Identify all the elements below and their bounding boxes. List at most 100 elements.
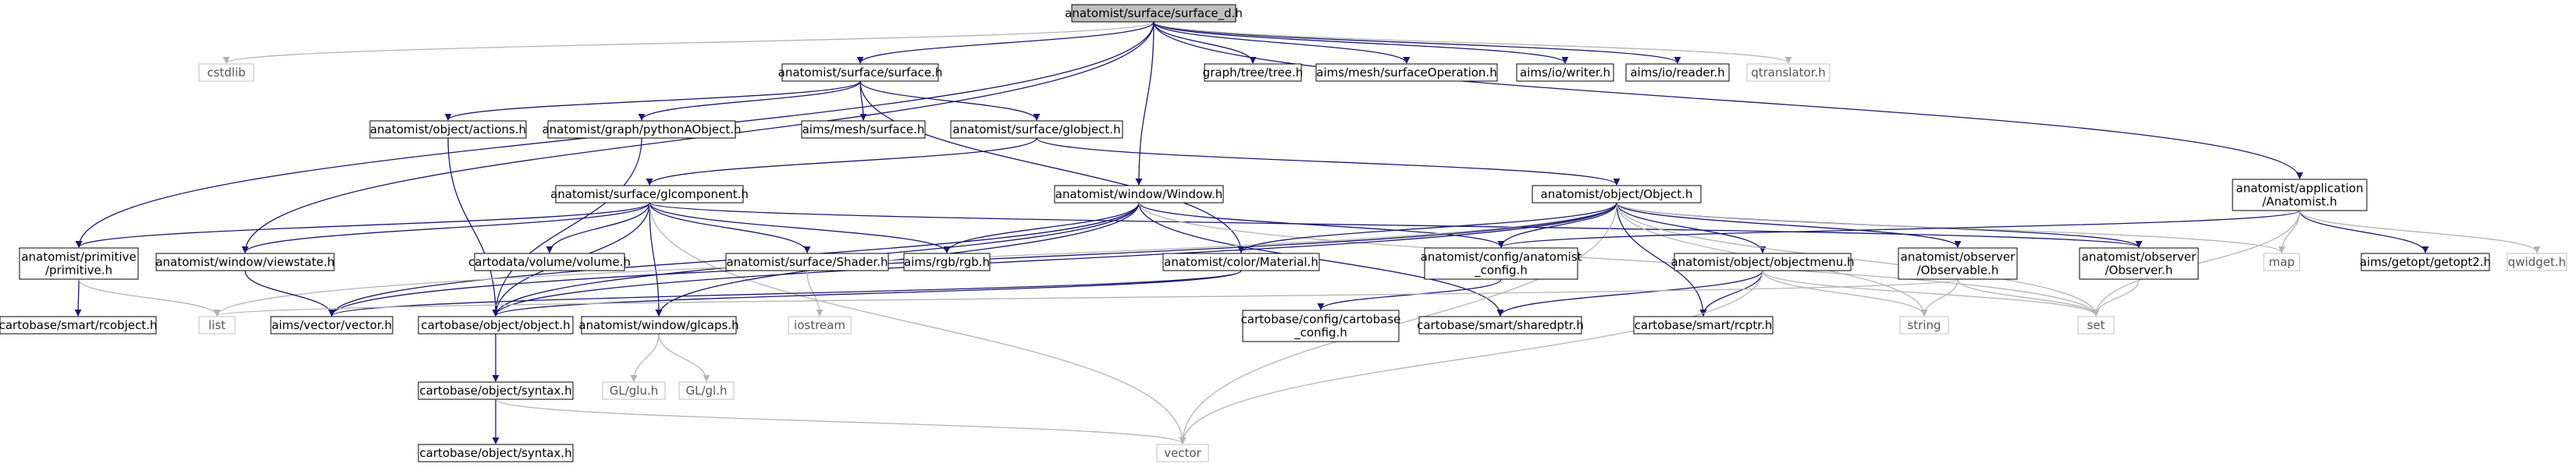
node-observable[interactable]: anatomist/observer/Observable.h (1898, 247, 2018, 280)
node-aims_writer[interactable]: aims/io/writer.h (1516, 63, 1614, 82)
node-label: cartobase/smart/sharedptr.h (1417, 318, 1584, 332)
node-label: anatomist/surface/surface.h (778, 66, 943, 80)
node-glcaps[interactable]: anatomist/window/glcaps.h (578, 316, 739, 335)
node-box (678, 381, 735, 400)
edge-anatomist_app-to-anatomist_config (1497, 210, 2300, 248)
node-vector: vector (1156, 444, 1209, 462)
node-label: anatomist/color/Material.h (1164, 255, 1318, 269)
edge-glcomponent-to-observer (649, 202, 2142, 248)
node-label: anatomist/application (2236, 182, 2363, 196)
node-box (0, 316, 157, 335)
node-box (602, 381, 666, 400)
node-label: string (1907, 318, 1941, 332)
node-carto_object[interactable]: cartobase/object/object.h (418, 316, 574, 335)
node-label: aims/vector/vector.h (272, 318, 392, 332)
edge-glcaps-to-gl (658, 333, 710, 382)
edge-shader-to-iostream (806, 270, 824, 317)
node-label: aims/rgb/rgb.h (904, 255, 990, 269)
node-box (1746, 63, 1831, 82)
node-box (418, 381, 574, 400)
node-actions[interactable]: anatomist/object/actions.h (369, 120, 527, 139)
edge-glcomponent-to-rgb (649, 202, 951, 253)
node-box (198, 316, 236, 335)
node-label: anatomist/config/anatomist (1421, 250, 1582, 264)
node-box (369, 120, 527, 139)
edge-objectmenu-to-set (1762, 270, 2100, 317)
edge-objectmenu-to-vector (1179, 270, 1763, 444)
node-object_h[interactable]: anatomist/object/Object.h (1532, 185, 1702, 204)
node-label: cartobase/smart/rcptr.h (1635, 318, 1773, 332)
edge-surface_d-to-qtranslator (1153, 21, 1792, 64)
node-label: anatomist/window/viewstate.h (155, 255, 334, 269)
node-box (788, 316, 852, 335)
node-label: graph/tree/tree.h (1203, 66, 1304, 80)
edge-primitive-to-list (78, 278, 221, 317)
edge-glcomponent-to-volume (546, 202, 650, 253)
node-aims_vector[interactable]: aims/vector/vector.h (270, 316, 393, 335)
node-primitive[interactable]: anatomist/primitive/primitive.h (19, 247, 139, 280)
edge-anatomist_config-to-cartobase_config (1317, 278, 1502, 310)
node-label: anatomist/object/objectmenu.h (1670, 255, 1854, 269)
node-rgb[interactable]: aims/rgb/rgb.h (903, 253, 991, 271)
node-box (1532, 185, 1702, 204)
node-label: anatomist/window/glcaps.h (578, 318, 738, 332)
node-pythonAObject[interactable]: anatomist/graph/pythonAObject.h (542, 120, 742, 139)
node-surfaceOperation[interactable]: aims/mesh/surfaceOperation.h (1315, 63, 1498, 82)
node-label: iostream (794, 318, 845, 332)
node-window[interactable]: anatomist/window/Window.h (1054, 185, 1224, 204)
edge-observable-to-string (1920, 278, 1959, 317)
node-getopt2[interactable]: aims/getopt/getopt2.h (2360, 253, 2491, 271)
edge-window-to-set (1138, 202, 2100, 317)
node-globject[interactable]: anatomist/surface/globject.h (950, 120, 1123, 139)
node-box (1242, 310, 1400, 342)
node-graph_tree[interactable]: graph/tree/tree.h (1203, 63, 1304, 82)
node-set: set (2077, 316, 2115, 335)
node-surface_h[interactable]: anatomist/surface/surface.h (778, 63, 943, 82)
edge-surface_h-to-material (859, 80, 1245, 253)
node-box (198, 63, 254, 82)
node-shader[interactable]: anatomist/surface/Shader.h (725, 253, 889, 271)
node-anatomist_config[interactable]: anatomist/config/anatomist_config.h (1421, 247, 1582, 280)
node-syntax2[interactable]: cartobase/object/syntax.h (418, 444, 574, 462)
node-box (19, 247, 139, 280)
node-rcobject[interactable]: cartobase/smart/rcobject.h (0, 316, 157, 335)
node-anatomist_app[interactable]: anatomist/application/Anatomist.h (2232, 179, 2368, 211)
node-label: cartobase/smart/rcobject.h (0, 318, 157, 332)
node-box (725, 253, 889, 271)
node-objectmenu[interactable]: anatomist/object/objectmenu.h (1670, 253, 1855, 271)
node-syntax1[interactable]: cartobase/object/syntax.h (418, 381, 574, 400)
node-label: cstdlib (207, 66, 245, 80)
node-label: GL/gl.h (686, 384, 728, 398)
node-sharedptr[interactable]: cartobase/smart/sharedptr.h (1417, 316, 1584, 335)
node-box (555, 185, 744, 204)
node-box (474, 253, 625, 271)
edge-observable-to-set (1957, 278, 2100, 317)
node-cartobase_config[interactable]: cartobase/config/cartobase_config.h (1241, 310, 1401, 342)
edge-object_h-to-carto_object (492, 202, 1617, 317)
node-aims_reader[interactable]: aims/io/reader.h (1625, 63, 1730, 82)
node-qtranslator: qtranslator.h (1746, 63, 1831, 82)
node-aims_mesh_surface[interactable]: aims/mesh/surface.h (801, 120, 926, 139)
edge-surface_d-to-aims_writer (1153, 21, 1569, 64)
node-box (1674, 253, 1852, 271)
edge-syntax1-to-vector (495, 398, 1187, 444)
node-rcptr[interactable]: cartobase/smart/rcptr.h (1633, 316, 1774, 335)
node-observer[interactable]: anatomist/observer/Observer.h (2079, 247, 2199, 280)
node-label: qwidget.h (2508, 255, 2566, 269)
edge-object_h-to-objectmenu (1616, 202, 1767, 253)
edge-surface_h-to-actions (444, 80, 861, 121)
edge-pythonAObject-to-carto_object (492, 137, 642, 317)
node-label: set (2087, 318, 2105, 332)
node-surface_d[interactable]: anatomist/surface/surface_d.h (1065, 4, 1243, 23)
node-label: /Anatomist.h (2262, 195, 2337, 209)
node-label: anatomist/surface/Shader.h (726, 255, 888, 269)
node-viewstate[interactable]: anatomist/window/viewstate.h (155, 253, 335, 271)
node-glcomponent[interactable]: anatomist/surface/glcomponent.h (550, 185, 749, 204)
edge-surface_d-to-aims_reader (1153, 21, 1681, 64)
node-box (1204, 63, 1302, 82)
node-box (1516, 63, 1614, 82)
node-volume[interactable]: cartodata/volume/volume.h (468, 253, 631, 271)
node-material[interactable]: anatomist/color/Material.h (1162, 253, 1320, 271)
edge-globject-to-glcomponent (646, 137, 1037, 186)
